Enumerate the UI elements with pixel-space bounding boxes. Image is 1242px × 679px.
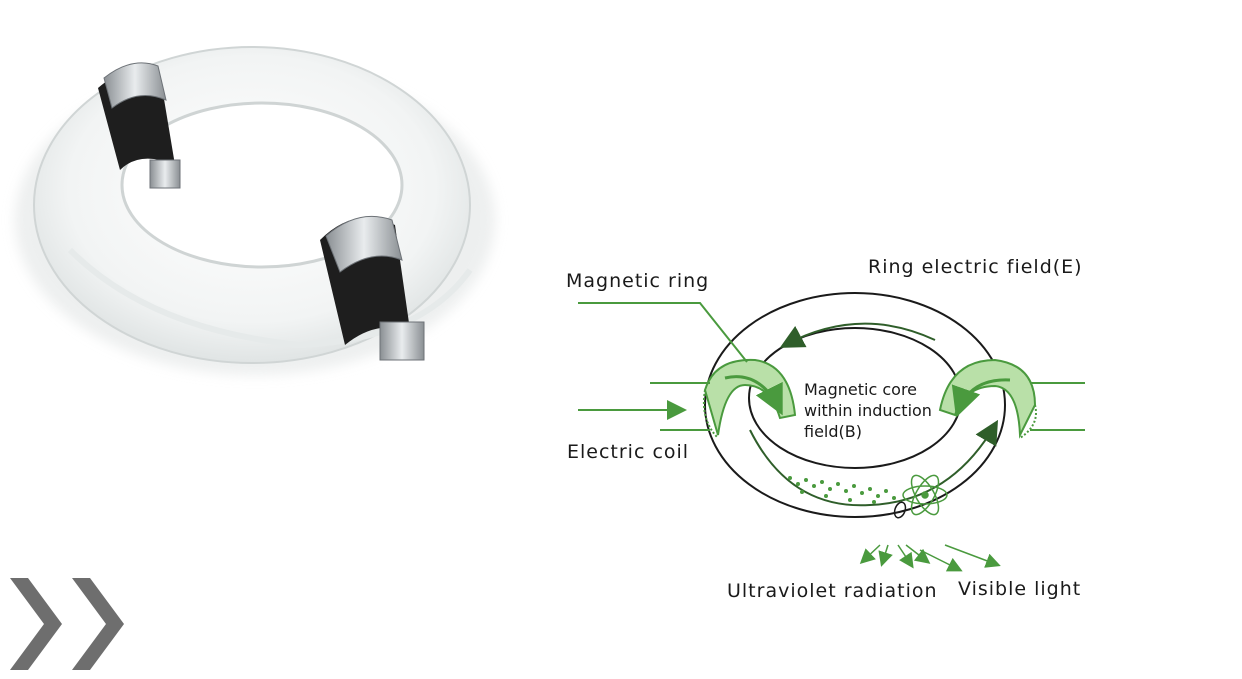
magnetic-ring-pointer (578, 302, 748, 363)
label-magnetic-ring: Magnetic ring (566, 270, 710, 292)
left-coil-icon (702, 358, 797, 439)
atom-icon (902, 474, 948, 516)
electron-dots (788, 476, 896, 504)
label-magnetic-core-line1: Magnetic core (804, 380, 918, 399)
label-ultraviolet-radiation: Ultraviolet radiation (727, 580, 938, 602)
double-chevron-right-icon (10, 578, 124, 670)
clamp-upper-left-icon (98, 62, 181, 189)
electron-icon (893, 501, 907, 519)
induction-lamp-photo (15, 46, 495, 375)
label-ring-electric-field: Ring electric field(E) (868, 256, 1083, 278)
outer-ring (704, 292, 1006, 518)
label-magnetic-core-line3: field(B) (804, 422, 862, 441)
induction-diagram (578, 292, 1085, 572)
label-magnetic-core: Magnetic core within induction field(B) (804, 379, 954, 442)
right-coil-icon (938, 358, 1037, 439)
label-magnetic-core-line2: within induction (804, 401, 932, 420)
label-visible-light: Visible light (958, 578, 1082, 600)
clamp-lower-right-icon (320, 215, 425, 361)
label-electric-coil: Electric coil (567, 441, 690, 463)
radiation-arrows (859, 544, 1001, 572)
